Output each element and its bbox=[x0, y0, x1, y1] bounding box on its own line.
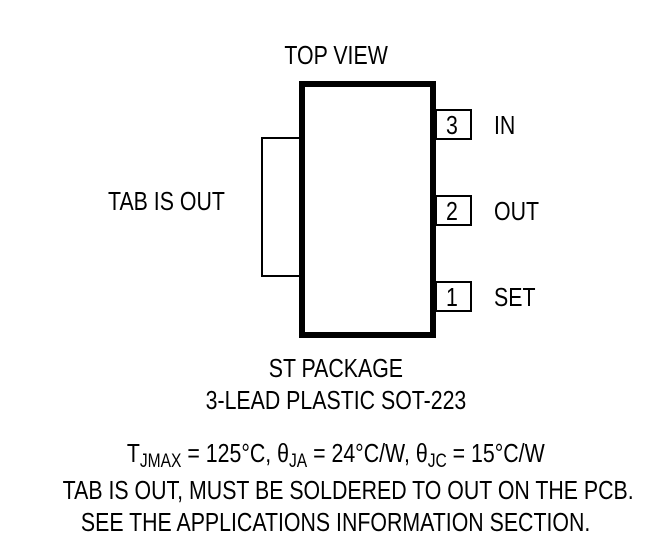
tab-outline bbox=[261, 137, 301, 277]
thermal-note-text: TJMAX = 125°C, θJA = 24°C/W, θJC = 15°C/… bbox=[127, 438, 545, 471]
package-line-1: ST PACKAGE bbox=[268, 353, 404, 383]
pin-3-number: 3 bbox=[446, 110, 458, 140]
pin-3-box bbox=[435, 109, 472, 140]
top-view-label: TOP VIEW bbox=[0, 40, 672, 70]
package-type: 3-LEAD PLASTIC SOT-223 bbox=[0, 385, 672, 415]
pin-2-number: 2 bbox=[446, 196, 458, 226]
t-symbol: T bbox=[127, 438, 141, 468]
theta-ja-symbol: θ bbox=[277, 438, 290, 468]
applications-note-text: SEE THE APPLICATIONS INFORMATION SECTION… bbox=[81, 507, 591, 537]
theta-ja-subscript: JA bbox=[289, 451, 308, 472]
pin-1-number: 1 bbox=[446, 282, 458, 312]
theta-ja-value: = 24°C/W, bbox=[307, 438, 417, 468]
theta-jc-subscript: JC bbox=[427, 451, 447, 472]
pin-1-box bbox=[435, 281, 472, 312]
theta-jc-symbol: θ bbox=[416, 438, 428, 468]
solder-note: TAB IS OUT, MUST BE SOLDERED TO OUT ON T… bbox=[0, 475, 672, 505]
applications-note: SEE THE APPLICATIONS INFORMATION SECTION… bbox=[0, 507, 672, 537]
package-name: ST PACKAGE bbox=[0, 353, 672, 383]
pin-1-name: SET bbox=[494, 282, 536, 312]
pin-3-name: IN bbox=[494, 110, 516, 140]
top-view-text: TOP VIEW bbox=[284, 40, 388, 70]
tab-label: TAB IS OUT bbox=[108, 186, 225, 216]
theta-jc-value: = 15°C/W bbox=[446, 438, 545, 468]
solder-note-text: TAB IS OUT, MUST BE SOLDERED TO OUT ON T… bbox=[62, 475, 634, 505]
package-line-2: 3-LEAD PLASTIC SOT-223 bbox=[205, 385, 467, 415]
thermal-note: TJMAX = 125°C, θJA = 24°C/W, θJC = 15°C/… bbox=[0, 438, 672, 471]
t-value: = 125°C, bbox=[181, 438, 278, 468]
pin-2-box bbox=[435, 195, 472, 226]
pin-2-name: OUT bbox=[494, 196, 540, 226]
package-body bbox=[299, 81, 436, 338]
t-subscript: JMAX bbox=[140, 451, 182, 472]
